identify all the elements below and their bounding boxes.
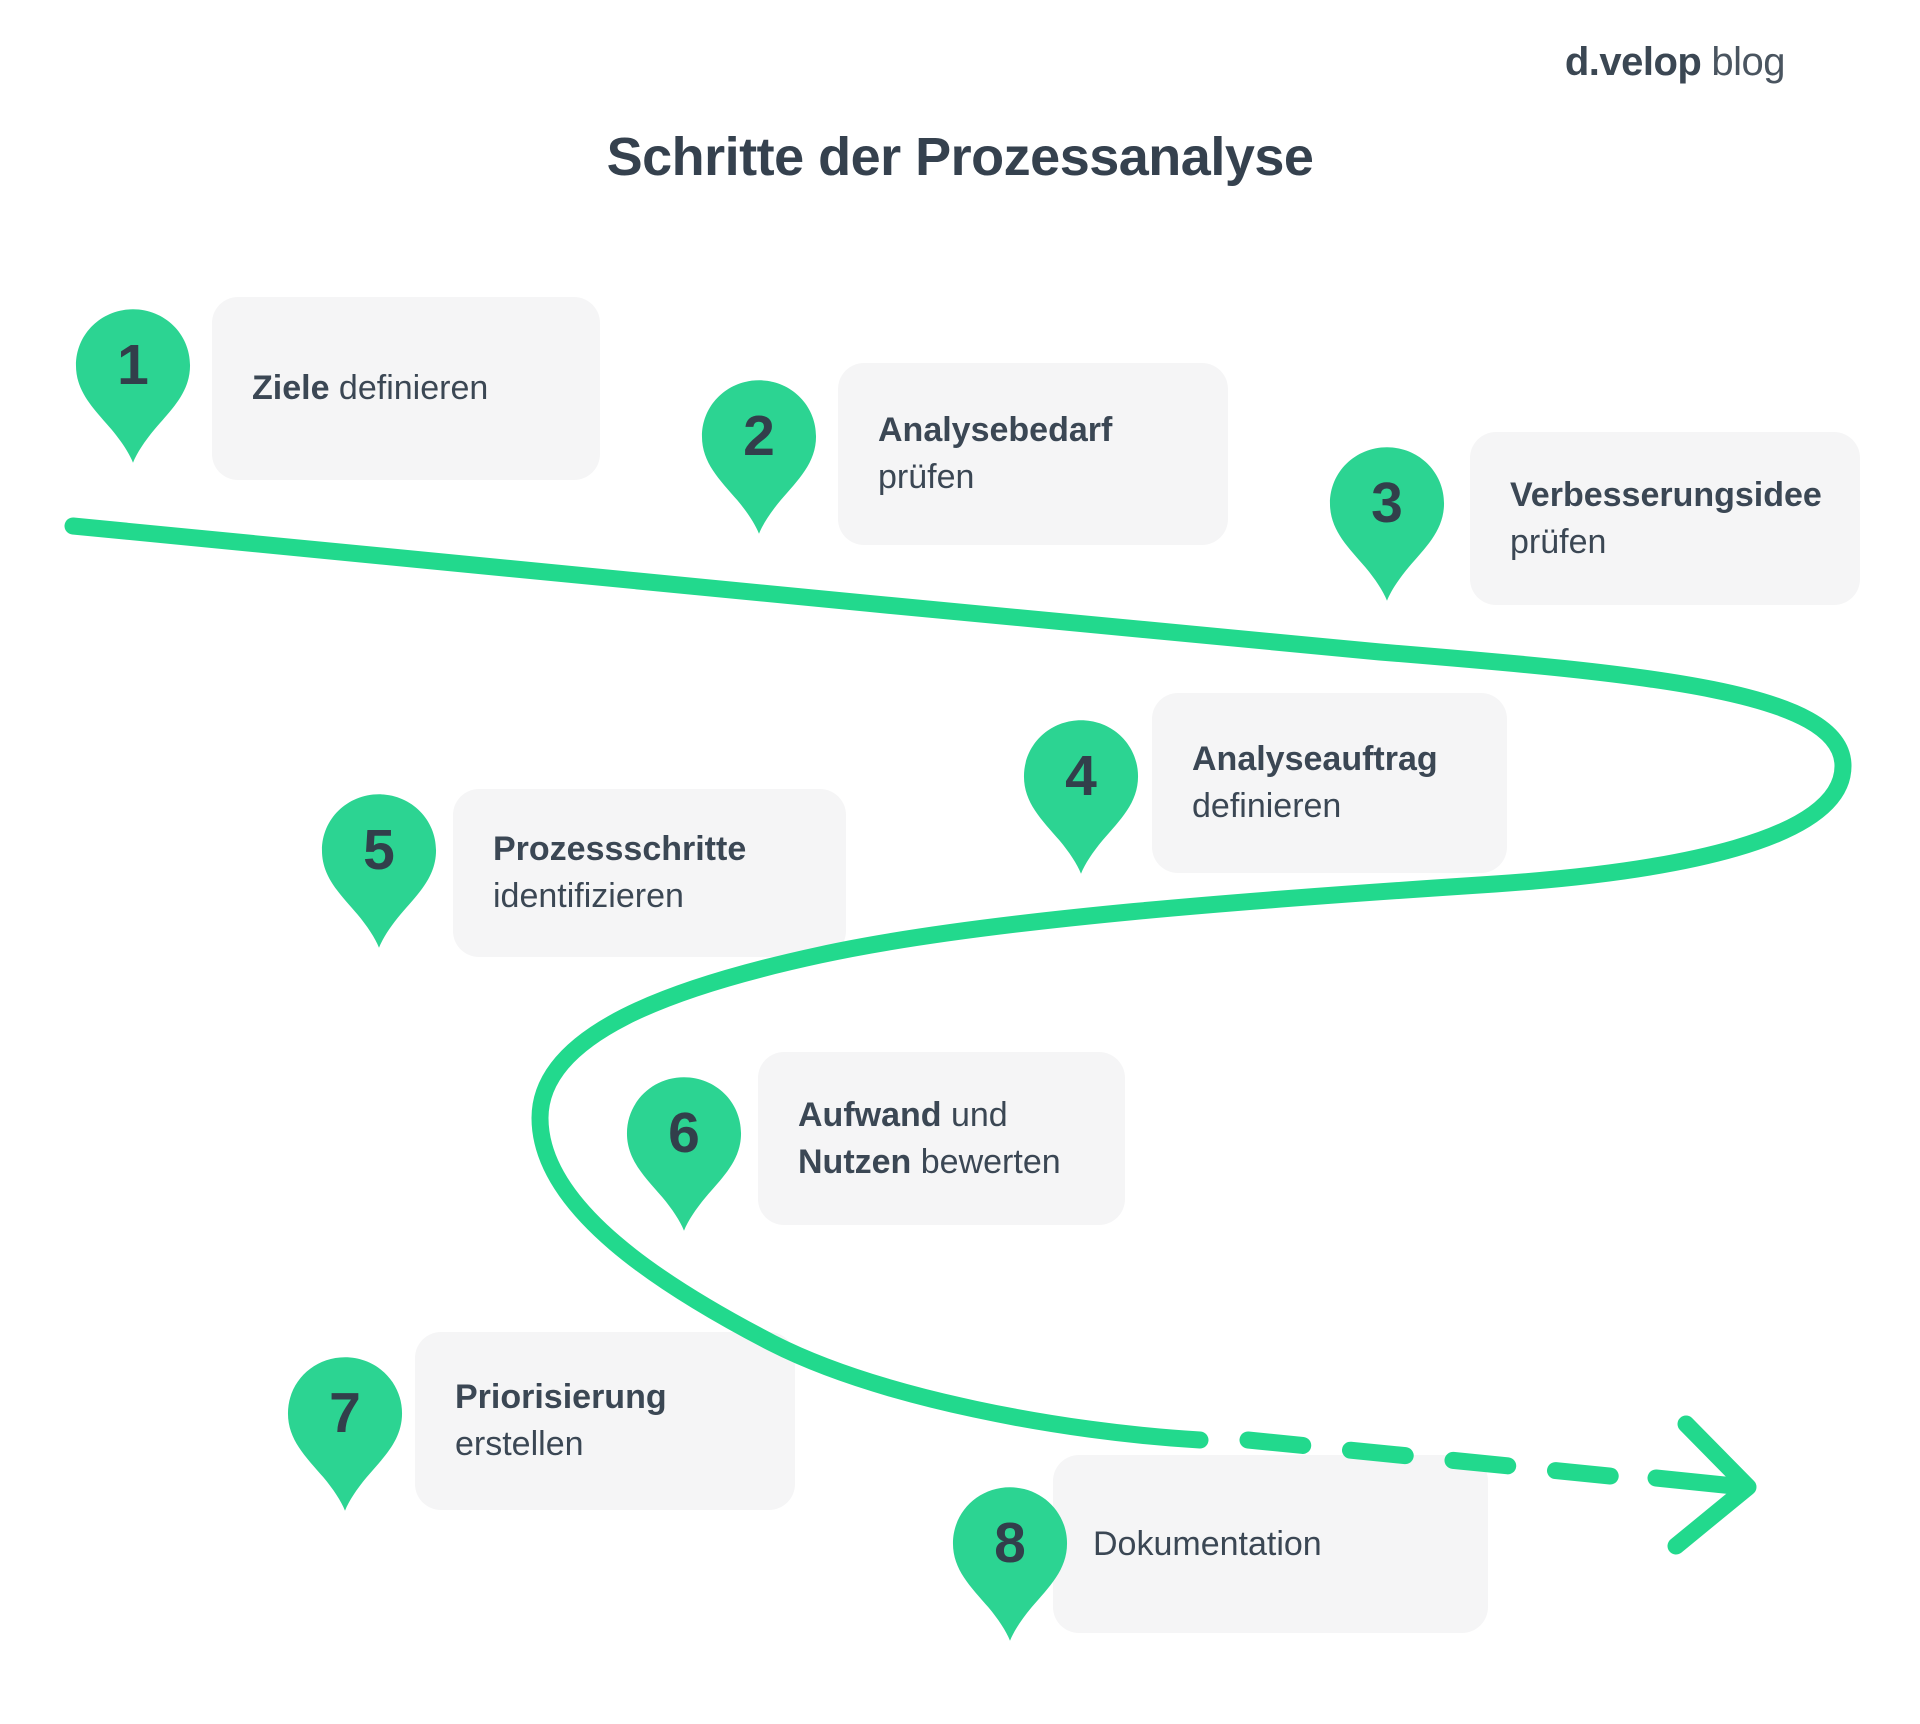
step-number: 2 <box>743 404 775 468</box>
card-line-1: Dokumentation <box>1093 1524 1322 1563</box>
step-pin-2: 2 <box>700 378 818 536</box>
logo-suffix-text: blog <box>1711 40 1785 84</box>
step-card-aufwand-nutzen-bewerten: Aufwand und Nutzen bewerten <box>758 1052 1125 1225</box>
step-number: 7 <box>329 1381 361 1445</box>
step-pin-4: 4 <box>1022 718 1140 876</box>
card-line-2: definieren <box>1192 787 1342 825</box>
map-pin-icon <box>701 380 817 534</box>
step-card-analyseauftrag-definieren: Analyseauftrag definieren <box>1152 693 1507 873</box>
map-pin-icon <box>321 794 437 948</box>
card-line-1: Ziele definieren <box>252 369 489 407</box>
card-line-1: Analysebedarf <box>878 411 1113 449</box>
card-line-1: Prozessschritte <box>493 830 747 868</box>
step-card-verbesserungsidee-pruefen: Verbesserungsidee prüfen <box>1470 432 1860 605</box>
logo-brand-text: d.velop <box>1564 40 1702 84</box>
map-pin-icon <box>1329 447 1445 601</box>
card-line-2: identifizieren <box>493 877 684 915</box>
step-pin-3: 3 <box>1328 445 1446 603</box>
step-number: 6 <box>668 1101 700 1165</box>
card-line-1: Verbesserungsidee <box>1510 475 1822 514</box>
card-line-2: prüfen <box>1510 522 1607 561</box>
card-line-2: Nutzen bewerten <box>798 1142 1061 1181</box>
step-pin-1: 1 <box>74 307 192 465</box>
card-line-1: Priorisierung <box>455 1378 667 1416</box>
step-number: 3 <box>1371 471 1403 535</box>
arrow-shaft <box>1647 1469 1743 1495</box>
step-card-ziele-definieren: Ziele definieren <box>212 297 600 480</box>
card-line-1: Aufwand und <box>798 1095 1008 1134</box>
card-line-1: Analyseauftrag <box>1192 740 1438 778</box>
card-line-2: erstellen <box>455 1425 584 1463</box>
step-pin-5: 5 <box>320 792 438 950</box>
map-pin-icon <box>626 1077 742 1231</box>
map-pin-icon <box>287 1357 403 1511</box>
step-pin-8: 8 <box>951 1485 1069 1643</box>
step-card-dokumentation: Dokumentation <box>1053 1455 1488 1633</box>
map-pin-icon <box>952 1487 1068 1641</box>
step-number: 4 <box>1065 744 1097 808</box>
arrow-head-icon <box>1667 1415 1757 1555</box>
step-pin-6: 6 <box>625 1075 743 1233</box>
route-solid-curve <box>64 517 1852 1449</box>
map-pin-icon <box>75 309 191 463</box>
step-number: 1 <box>117 333 149 397</box>
step-number: 8 <box>994 1511 1026 1575</box>
step-card-analysebedarf-pruefen: Analysebedarf prüfen <box>838 363 1228 545</box>
step-number: 5 <box>363 818 395 882</box>
step-card-priorisierung-erstellen: Priorisierung erstellen <box>415 1332 795 1510</box>
card-line-2: prüfen <box>878 458 975 496</box>
map-pin-icon <box>1023 720 1139 874</box>
step-card-prozessschritte-identifizieren: Prozessschritte identifizieren <box>453 789 846 957</box>
step-pin-7: 7 <box>286 1355 404 1513</box>
page-title: Schritte der Prozessanalyse <box>606 127 1314 187</box>
